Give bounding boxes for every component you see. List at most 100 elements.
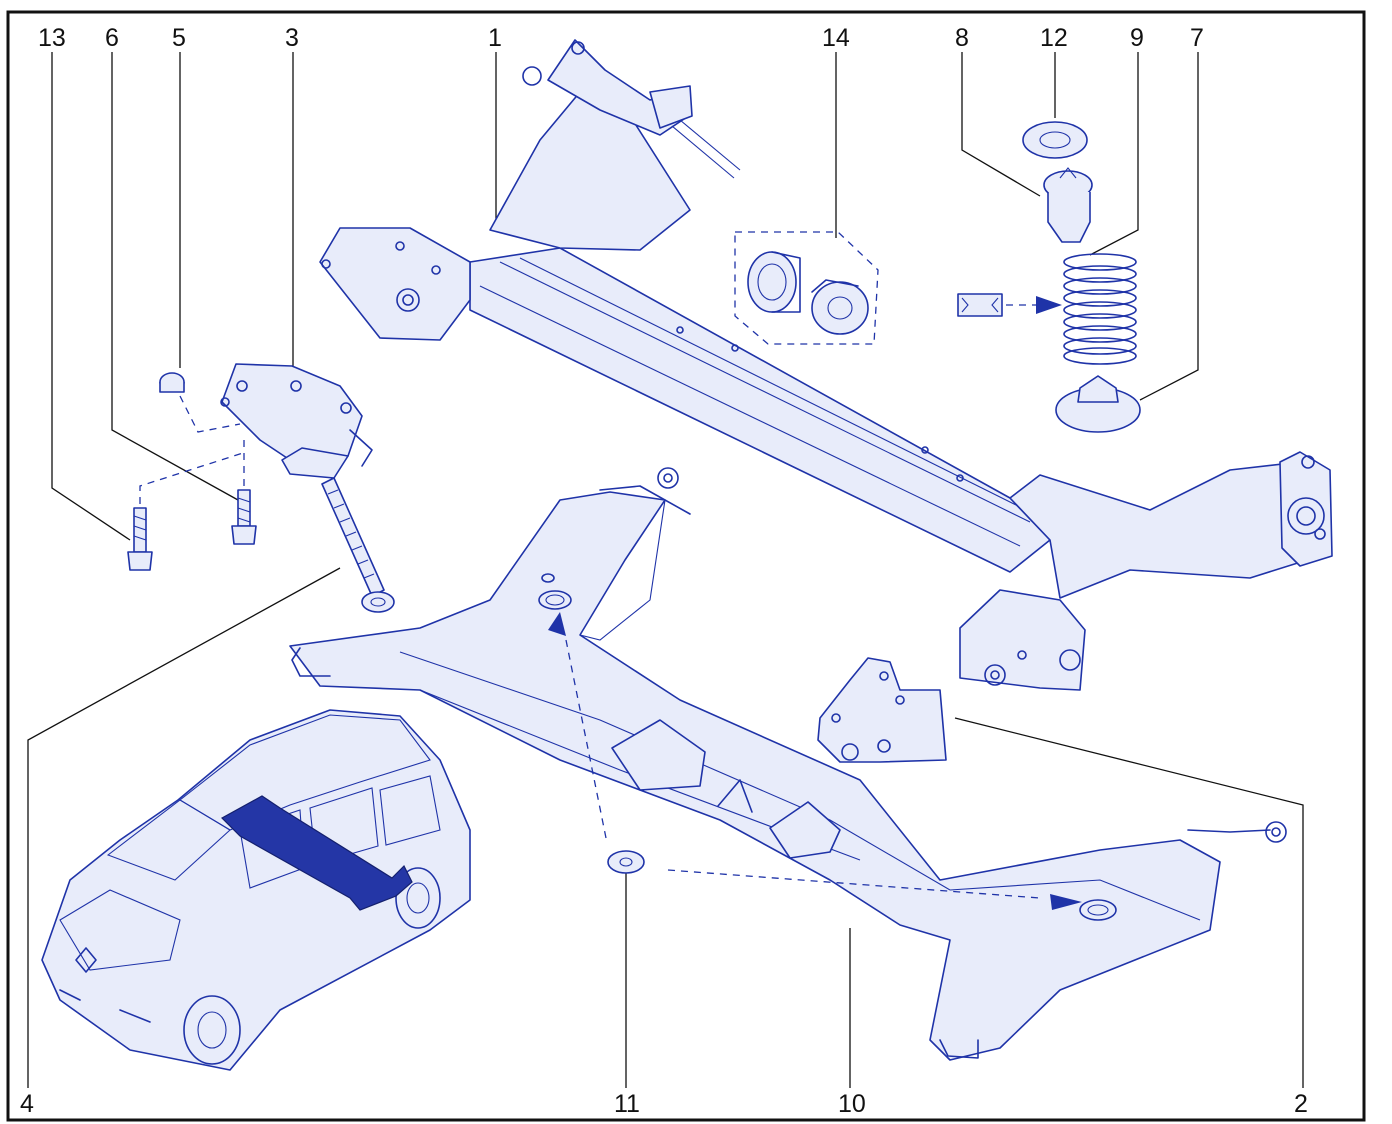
- bolt-6-thread: [237, 497, 251, 523]
- grommet-body: [607, 850, 645, 874]
- right-hub-center: [1287, 497, 1325, 535]
- callout-labels: 13 6 5 3 1 14 8 12 9 7 4 11 10 2: [20, 24, 1308, 1118]
- right-bracket-hole: [1017, 650, 1027, 660]
- long-bolt-head: [361, 591, 395, 613]
- callout-10: 10: [838, 1090, 866, 1118]
- spring-coil: [1063, 325, 1137, 343]
- cross-member-clip: [717, 779, 753, 813]
- bracket-tab: [349, 429, 373, 467]
- cross-member-left-lug: [291, 647, 331, 677]
- car-front-wheel-hub: [197, 1011, 227, 1049]
- spring-coil: [1063, 313, 1137, 331]
- callout-13: 13: [38, 24, 66, 52]
- axle-stiffener-rod-2: [519, 257, 1035, 515]
- nut-body: [159, 382, 185, 393]
- leader-lines: [27, 52, 1304, 1088]
- car-bumper: [59, 989, 151, 1023]
- underbody-cross-member: [289, 467, 1287, 1061]
- beam-hole-3: [921, 446, 929, 454]
- bolt-6-shank: [237, 489, 251, 527]
- bolt-13-shank: [133, 507, 147, 553]
- cross-member-socket-left: [538, 590, 572, 610]
- long-bolt-head-hex: [370, 597, 386, 607]
- leader-6: [111, 52, 239, 501]
- right-end-eye: [1265, 821, 1287, 843]
- leader-9: [1089, 52, 1139, 256]
- right-bracket-hole: [831, 713, 841, 723]
- insert-arrow-icon-2: [1050, 894, 1082, 910]
- renault-logo-icon: [75, 947, 97, 973]
- bracket-lower-lug: [281, 447, 349, 479]
- bushing-rear: [811, 281, 869, 335]
- cross-member-plug: [541, 573, 555, 583]
- right-bush-core: [990, 670, 1000, 680]
- cross-member-socket-right: [1079, 899, 1117, 921]
- spring-coil: [1063, 265, 1137, 283]
- left-bracket-loose: [220, 363, 373, 479]
- right-bush-eye: [984, 664, 1006, 686]
- cross-member-socket-left-hole: [545, 594, 565, 606]
- bushing-rear-core: [827, 296, 853, 320]
- cross-member-right-fold: [949, 879, 1201, 921]
- cross-member-socket-right-hole: [1087, 904, 1109, 916]
- callout-11: 11: [614, 1090, 640, 1118]
- spring-stack: [957, 121, 1141, 433]
- spring-tag-icon: [957, 293, 1003, 317]
- spring-coil: [1063, 289, 1137, 307]
- right-bracket-hole-2: [895, 695, 905, 705]
- left-end-eye: [657, 467, 679, 489]
- right-mount-bracket: [959, 589, 1086, 691]
- left-bracket-hole-3: [431, 265, 441, 275]
- left-end-bracket: [599, 485, 691, 515]
- bushing-front-core: [757, 263, 787, 301]
- bushing-front-sleeve: [771, 251, 801, 313]
- left-hub-bolt: [571, 41, 585, 55]
- bump-stop-body: [1047, 192, 1091, 243]
- bushing-rear-sleeve: [811, 279, 859, 293]
- right-stub-axle: [1296, 506, 1316, 526]
- right-spring-seat: [1059, 649, 1081, 671]
- spring-coil: [1063, 253, 1137, 271]
- callout-4: 4: [20, 1090, 34, 1118]
- callout-7: 7: [1190, 24, 1204, 52]
- leader-7: [1139, 52, 1199, 401]
- bolt-13-head: [127, 551, 153, 571]
- cross-member-body: [289, 491, 1221, 1061]
- right-bracket-loose: [817, 657, 947, 763]
- bracket-hole-4: [220, 397, 230, 407]
- axle-stiffener-rod: [499, 261, 1031, 523]
- left-bush-core: [402, 294, 414, 306]
- left-end-eye-core: [663, 473, 673, 483]
- left-mount-bracket: [319, 227, 471, 341]
- bolt-13-dash: [139, 451, 247, 504]
- car-bonnet-front: [59, 889, 181, 971]
- bracket-plate: [221, 363, 363, 471]
- bolt-6: [231, 440, 257, 545]
- callout-2: 2: [1294, 1090, 1308, 1118]
- bolt-6-head: [231, 525, 257, 545]
- car-front-wheel: [183, 995, 241, 1065]
- right-end-bracket: [1187, 829, 1271, 833]
- car-windshield: [106, 799, 231, 881]
- long-bolt: [321, 477, 395, 613]
- long-bolt-thread: [327, 489, 375, 579]
- right-bracket-hole-3: [879, 671, 889, 681]
- spring-tag-arrow-icon: [1036, 296, 1062, 314]
- leader-8: [961, 52, 1041, 197]
- right-bracket-eye: [841, 743, 859, 761]
- cross-member-foot: [939, 1039, 979, 1059]
- callout-9: 9: [1130, 24, 1144, 52]
- grommet-hole: [619, 857, 633, 867]
- coil-spring: [1063, 253, 1137, 365]
- lower-seat-cone: [1077, 375, 1119, 403]
- left-bush-eye: [396, 288, 420, 312]
- callout-6: 6: [105, 24, 119, 52]
- callout-14: 14: [822, 24, 850, 52]
- diagram-frame: [6, 10, 1366, 1122]
- leader-4: [27, 567, 341, 1088]
- right-end-eye-core: [1271, 827, 1281, 837]
- spring-coil: [1063, 301, 1137, 319]
- bushings-group: [734, 231, 879, 345]
